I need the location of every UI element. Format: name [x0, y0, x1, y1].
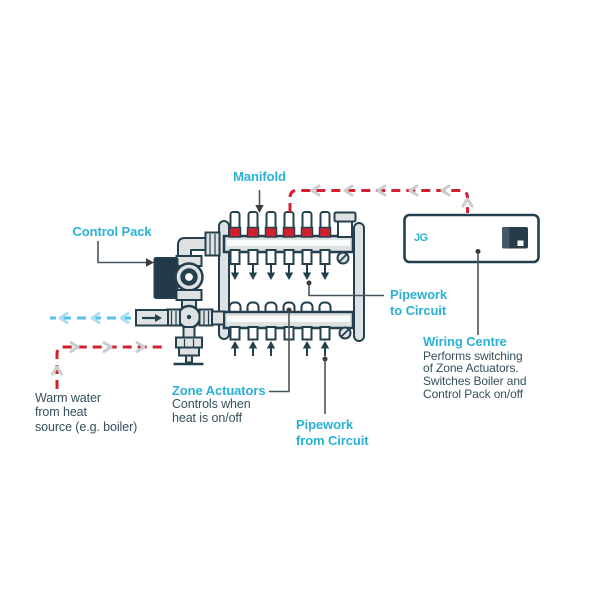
pipework-to-line-1: Pipework — [390, 287, 447, 302]
warm-water-line-3: source (e.g. boiler) — [35, 419, 138, 434]
control-pack-assembly — [135, 231, 225, 366]
wiring-centre-box — [403, 213, 540, 264]
zone-actuators-description: Controls when heat is on/off — [172, 397, 265, 425]
control-pack-label: Control Pack — [72, 224, 152, 239]
manifold-label: Manifold — [233, 169, 286, 184]
wiring-centre-label: Wiring Centre Performs switching of Zone… — [423, 334, 527, 401]
warm-water-label: Warm water from heat source (e.g. boiler… — [35, 391, 137, 434]
zone-desc-line-2: heat is on/off — [172, 410, 242, 425]
pump-motor — [153, 257, 179, 299]
supply-pipes — [229, 249, 331, 265]
wiring-centre-title: Wiring Centre — [423, 334, 507, 349]
signal-wire-top — [288, 184, 474, 213]
wiring-desc-line-2: of Zone Actuators. — [423, 361, 519, 376]
warm-water-line-1: Warm water — [35, 391, 101, 405]
jg-brand-logo: JG — [414, 232, 428, 244]
zone-actuators-title: Zone Actuators — [172, 383, 266, 398]
drain-valve — [182, 326, 196, 339]
wiring-centre-description: Performs switching of Zone Actuators. Sw… — [423, 348, 527, 402]
pipework-from-circuit-label: Pipework from Circuit — [296, 417, 369, 448]
zone-actuators-row — [228, 211, 332, 238]
label-connectors — [97, 190, 481, 414]
pipework-to-circuit-label: Pipework to Circuit — [390, 287, 447, 318]
wiring-desc-line-4: Control Pack on/off — [423, 387, 523, 402]
signal-wire-bottom — [51, 341, 166, 389]
zone-actuators-label: Zone Actuators Controls when heat is on/… — [172, 383, 266, 425]
warm-water-line-2: from heat — [35, 405, 87, 420]
flow-arrows — [230, 265, 330, 356]
return-water-line — [50, 312, 131, 324]
pipework-from-line-1: Pipework — [296, 417, 353, 432]
zone-desc-line-1: Controls when — [172, 397, 251, 411]
pipework-to-line-2: to Circuit — [390, 302, 447, 318]
manifold-fittings — [333, 211, 357, 340]
wiring-desc-line-1: Performs switching — [423, 348, 523, 363]
pipework-from-line-2: from Circuit — [296, 432, 369, 448]
wiring-desc-line-3: Switches Boiler and — [423, 374, 527, 389]
